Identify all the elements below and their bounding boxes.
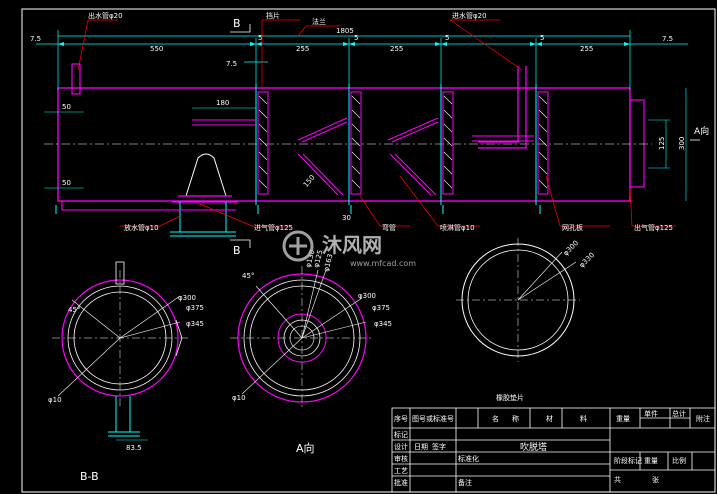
section-b-top: B: [233, 17, 241, 30]
tb-item-sign: 签字: [432, 442, 446, 451]
tower-body: [57, 87, 631, 202]
tb-col-seq: 序号: [394, 414, 408, 423]
leaders: [77, 19, 676, 227]
dim-sec1: 550: [150, 45, 163, 53]
gasket-view: [456, 238, 580, 362]
spray-pipes: [192, 117, 534, 196]
tb-col-drawing-no: 图号或标准号: [412, 414, 454, 423]
bb-dia-10: φ10: [48, 396, 62, 404]
bb-dia-375: φ375: [186, 304, 204, 312]
a-angle-45: 45°: [242, 272, 254, 280]
tb-sheet: 共: [614, 475, 621, 484]
watermark: 沐风网 www.mfcad.com: [282, 230, 416, 268]
dim-total: 1805: [336, 27, 354, 35]
watermark-brand: 沐风网: [322, 233, 382, 257]
a-dia-375: φ375: [372, 304, 390, 312]
label-bent-pipe: 弯管: [382, 223, 396, 232]
tb-row-1: 标记: [394, 430, 408, 439]
tb-sheet2: 张: [652, 475, 659, 484]
inlet-bent-pipe: [478, 66, 527, 149]
dim-gap-3: 5: [445, 34, 449, 42]
title-block: [391, 407, 716, 493]
bb-section-view: [52, 261, 190, 437]
outlet-cap: [629, 99, 645, 188]
dim-height-125: 125: [658, 137, 666, 150]
label-baffle: 挡片: [266, 11, 280, 20]
tb-col-note: 附注: [696, 414, 710, 423]
tb-stage: 阶段标记: [614, 456, 642, 465]
gasket-dia-330: φ330: [578, 251, 596, 269]
section-b-bottom: B: [233, 244, 241, 257]
tb-col-qty: 称: [512, 414, 519, 423]
label-inlet-pipe: 进水管φ20: [452, 11, 487, 20]
tb-product-name: 吹脱塔: [520, 441, 547, 453]
dim-angle-len: 150: [302, 174, 317, 189]
tb-row-4: 工艺: [394, 467, 408, 475]
flange-edges: [255, 84, 537, 205]
label-a-view-arrow: A向: [694, 125, 709, 137]
top-dimensions: [36, 30, 688, 90]
drain-pipe: [61, 201, 236, 211]
outlet-pipe: [71, 63, 81, 95]
dim-right-margin: 7.5: [662, 35, 673, 43]
tb-scale: 比例: [672, 456, 686, 465]
tb-col-weight: 重量: [616, 415, 630, 423]
bb-stub: 83.5: [126, 444, 142, 452]
a-view: [230, 266, 374, 410]
a-dia-345: φ345: [374, 320, 392, 328]
label-drain-pipe: 放水管φ10: [124, 223, 159, 232]
label-air-outlet: 出气管φ125: [634, 223, 673, 232]
dim-gap-4: 5: [540, 34, 544, 42]
tb-row-5: 批准: [394, 478, 408, 487]
dim-height-300: 300: [678, 137, 686, 150]
gasket-dia-300: φ300: [562, 239, 580, 257]
tb-col-material: 材: [546, 414, 553, 423]
bb-angle-45: 45°: [68, 306, 80, 314]
tb-item-date: 日期: [414, 443, 428, 451]
a-dia-10: φ10: [232, 394, 246, 402]
air-inlet-cone: [185, 153, 227, 197]
bb-view-label: B-B: [80, 470, 99, 483]
tb-item-std: 标准化: [458, 454, 479, 463]
tb-col-total: 总计: [672, 409, 686, 418]
dim-thick-30: 30: [342, 214, 351, 222]
air-inlet-stub: [170, 202, 236, 237]
a-view-label: A向: [296, 441, 315, 455]
bb-dia-345: φ345: [186, 320, 204, 328]
dim-sec3: 255: [390, 45, 403, 53]
label-spray-pipe: 喷淋管φ10: [440, 223, 475, 232]
bottom-marks: [55, 205, 541, 214]
dim-offset: 7.5: [226, 60, 237, 68]
dim-gap-1: 5: [258, 34, 262, 42]
dim-gap-2: 5: [354, 34, 358, 42]
bb-dia-300: φ300: [178, 294, 196, 302]
tb-col-spec: 料: [580, 414, 587, 423]
dim-sec2: 255: [296, 45, 309, 53]
tb-item-note: 备注: [458, 478, 472, 487]
drawing-border: [21, 8, 716, 493]
label-outlet-pipe: 出水管φ20: [88, 11, 123, 20]
label-flange: 法兰: [312, 17, 326, 26]
dim-left-margin: 7.5: [30, 35, 41, 43]
label-air-inlet: 进气管φ125: [254, 223, 293, 232]
gasket-label: 橡胶垫片: [496, 393, 524, 402]
dim-sec4: 255: [580, 45, 593, 53]
watermark-url: www.mfcad.com: [350, 259, 416, 268]
a-dia-300: φ300: [358, 292, 376, 300]
tb-col-unit: 单件: [644, 409, 658, 418]
mesh-plates: [257, 91, 549, 195]
tb-col-name: 名: [492, 414, 499, 423]
tb-row-3: 审核: [394, 454, 408, 463]
tb-weight2: 重量: [644, 457, 658, 465]
dim-upper-50: 50: [62, 103, 71, 111]
label-mesh-plate: 网孔板: [562, 223, 583, 232]
tb-row-2: 设计: [394, 442, 408, 451]
dim-spray-len: 180: [216, 99, 229, 107]
dim-lower-50: 50: [62, 179, 71, 187]
